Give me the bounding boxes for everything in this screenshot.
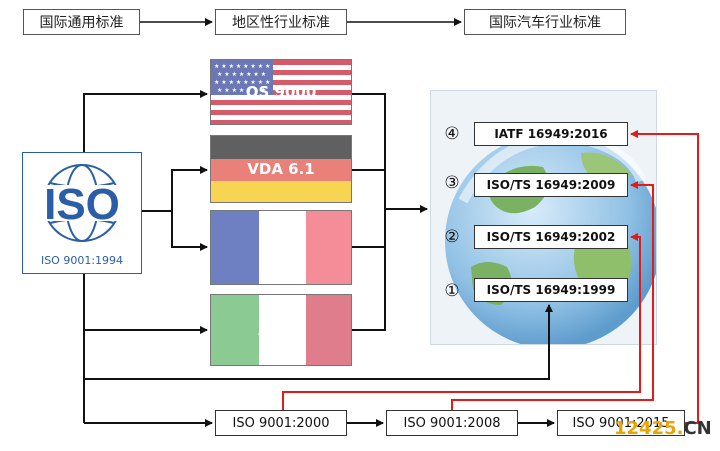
header-international: 国际通用标准 (23, 9, 140, 35)
svg-text:★ ★ ★ ★ ★ ★ ★: ★ ★ ★ ★ ★ ★ ★ (217, 71, 266, 78)
flag-france: EAQF (210, 210, 352, 285)
iso-ts-16949-2009-box: ISO/TS 16949:2009 (474, 173, 628, 197)
iso-logo-caption: ISO 9001:1994 (40, 254, 124, 267)
germany-flag-icon (211, 136, 351, 202)
svg-text:★ ★ ★ ★ ★ ★ ★ ★: ★ ★ ★ ★ ★ ★ ★ ★ (214, 63, 270, 70)
flag-italy: AVSQ (210, 294, 352, 366)
qs9000-label: QS 9000 (245, 83, 317, 101)
arrow-iso-to-qs9000 (83, 90, 208, 152)
iso-9001-2008-box: ISO 9001:2008 (386, 410, 518, 436)
red-arrow-2008-to-ts2009 (451, 181, 654, 410)
iso-ts-16949-2002-box: ISO/TS 16949:2002 (474, 225, 628, 249)
header-regional: 地区性行业标准 (215, 9, 347, 35)
circled-number-1: ① (444, 281, 460, 301)
iso-9001-2015-box: ISO 9001:2015 (557, 410, 685, 436)
avsq-label: AVSQ (258, 321, 304, 339)
circled-number-2: ② (444, 227, 460, 247)
red-arrow-2015-to-iatf (630, 130, 699, 424)
svg-text:ISO: ISO (44, 180, 120, 229)
flag-us: ★ ★ ★ ★ ★ ★ ★ ★ ★ ★ ★ ★ ★ ★ ★ ★ ★ ★ ★ ★ … (210, 59, 352, 125)
red-arrow-2000-to-ts2002 (282, 233, 641, 410)
iso-logo-box: ISO ISO 9001:1994 (22, 152, 142, 274)
vda61-label: VDA 6.1 (247, 160, 315, 178)
iso-ts-16949-1999-box: ISO/TS 16949:1999 (474, 278, 628, 302)
circled-number-4: ④ (444, 124, 460, 144)
iso-logo-icon: ISO (29, 164, 135, 242)
circled-number-3: ③ (444, 173, 460, 193)
eaqf-label: EAQF (258, 238, 304, 257)
iatf-16949-2016-box: IATF 16949:2016 (474, 122, 628, 146)
header-auto: 国际汽车行业标准 (464, 9, 626, 35)
flag-germany: VDA 6.1 (210, 135, 352, 203)
iso-9001-2000-box: ISO 9001:2000 (215, 410, 347, 436)
arrow-iso-to-vda (171, 166, 208, 211)
arrow-iso-to-ts1999 (84, 304, 553, 380)
flags-bracket (352, 93, 386, 331)
italy-flag-icon (211, 295, 351, 365)
us-flag-icon: ★ ★ ★ ★ ★ ★ ★ ★ ★ ★ ★ ★ ★ ★ ★ ★ ★ ★ ★ ★ … (211, 60, 351, 124)
arrow-iso-to-eaqf (171, 211, 208, 251)
svg-text:★ ★ ★ ★ ★ ★ ★ ★: ★ ★ ★ ★ ★ ★ ★ ★ (214, 79, 270, 86)
watermark: 12425.CN (614, 418, 712, 439)
svg-text:★ ★ ★ ★ ★ ★ ★: ★ ★ ★ ★ ★ ★ ★ (217, 87, 266, 94)
france-flag-icon (211, 211, 351, 284)
